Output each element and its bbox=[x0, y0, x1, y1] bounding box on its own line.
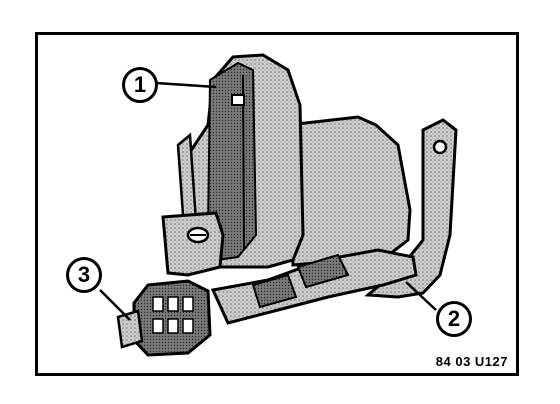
callout-3: 3 bbox=[66, 257, 102, 293]
connector-plug bbox=[132, 279, 212, 357]
leader-line-2 bbox=[405, 281, 437, 311]
mounting-plate bbox=[161, 211, 225, 277]
figure-code: 84 03 U127 bbox=[435, 354, 508, 369]
component-illustration bbox=[99, 53, 458, 357]
callout-2: 2 bbox=[436, 301, 472, 337]
diagram-frame: 1 2 3 84 03 U127 bbox=[35, 32, 519, 376]
housing-tab bbox=[231, 94, 245, 106]
mounting-bracket bbox=[286, 115, 412, 267]
callout-1: 1 bbox=[122, 67, 158, 103]
leader-line-1 bbox=[155, 81, 217, 89]
leader-line-3 bbox=[99, 289, 131, 321]
bracket-hole bbox=[432, 139, 448, 155]
